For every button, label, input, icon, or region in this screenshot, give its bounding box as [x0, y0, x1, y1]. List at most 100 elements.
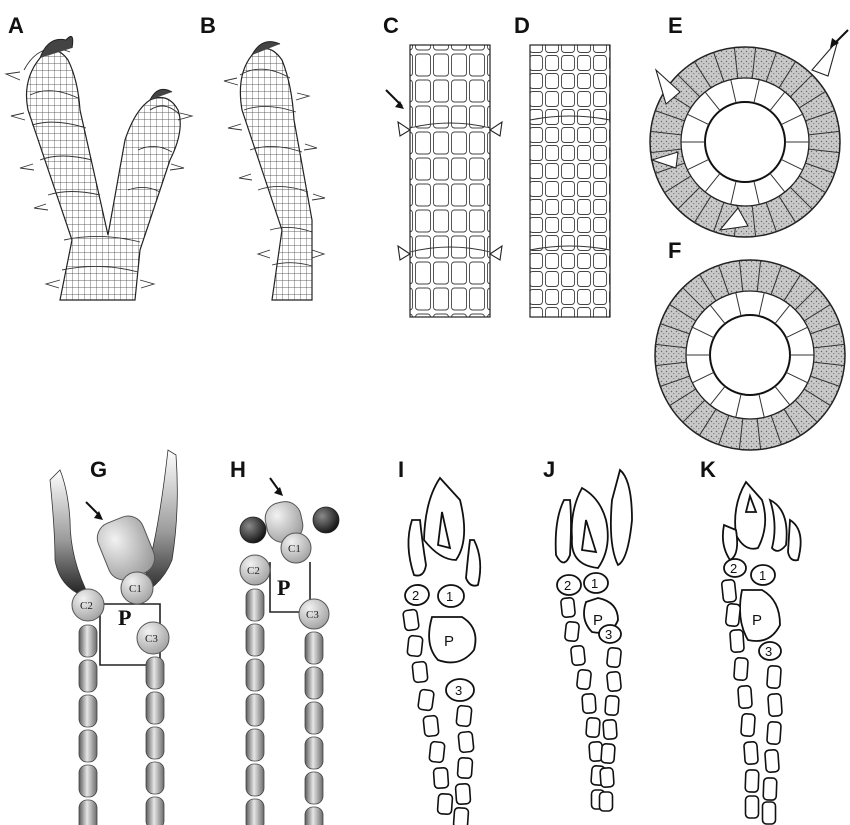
filament-cell	[767, 722, 782, 745]
filament-cell	[305, 772, 323, 804]
filament-cell	[456, 705, 472, 726]
panel-b-drawing	[224, 42, 325, 300]
filament-cell	[403, 609, 420, 631]
filament-cell	[767, 666, 782, 689]
panel-label-c: C	[383, 13, 399, 38]
filament-cell	[744, 742, 759, 765]
filament-cell	[305, 702, 323, 734]
filament-cell	[600, 792, 613, 811]
filament-cell	[458, 731, 474, 752]
filament-cell	[453, 808, 468, 825]
panel-k-schematic: 2 1 P 3	[721, 482, 800, 824]
panel-c-drawing	[386, 45, 502, 317]
j-label-p: P	[593, 612, 603, 629]
filament-cell	[305, 737, 323, 769]
panel-g-schematic: C1 C2 C3 P	[50, 450, 177, 825]
i-label-p: P	[444, 633, 454, 650]
panel-a-drawing	[6, 36, 192, 300]
filament-cell	[582, 694, 596, 714]
i-label-1: 1	[446, 589, 453, 604]
panel-j-schematic: 2 1 P 3	[556, 470, 632, 811]
filament-cell	[730, 630, 745, 653]
panel-label-b: B	[200, 13, 216, 38]
filament-cell	[305, 667, 323, 699]
panel-label-j: J	[543, 457, 555, 482]
panel-label-e: E	[668, 13, 683, 38]
panel-label-g: G	[90, 457, 107, 482]
j-label-3: 3	[605, 627, 612, 642]
filament-cell	[412, 661, 428, 682]
filament-cell	[734, 658, 749, 681]
filament-cell	[429, 741, 445, 762]
filament-cell	[601, 744, 615, 764]
panel-i-schematic: 2 1 P 3	[403, 478, 481, 825]
filament-cell	[79, 695, 97, 727]
panel-label-d: D	[514, 13, 530, 38]
h-label-p: P	[277, 575, 290, 600]
filament-cell	[607, 647, 622, 667]
filament-cell	[246, 589, 264, 621]
filament-cell	[246, 764, 264, 796]
g-label-c2: C2	[80, 600, 93, 612]
filament-cell	[433, 768, 448, 789]
filament-cell	[146, 727, 164, 759]
filament-cell	[605, 696, 619, 716]
k-label-p: P	[752, 612, 762, 629]
filament-cell	[586, 718, 600, 738]
filament-cell	[603, 720, 617, 740]
g-label-c3: C3	[145, 633, 158, 645]
filament-cell	[423, 715, 439, 736]
h-label-c2: C2	[247, 565, 260, 577]
filament-cell	[146, 692, 164, 724]
filament-cell	[305, 807, 323, 825]
filament-cell	[246, 799, 264, 825]
filament-cell	[600, 768, 614, 788]
filament-cell	[745, 770, 759, 792]
filament-cell	[577, 669, 592, 689]
i-label-2: 2	[412, 588, 419, 603]
filament-cell	[246, 694, 264, 726]
panel-label-h: H	[230, 457, 246, 482]
filament-cell	[738, 686, 753, 709]
h-label-c1: C1	[288, 543, 301, 555]
filament-cell	[741, 714, 756, 737]
panel-e-cross-section	[650, 30, 848, 237]
i-label-3: 3	[455, 683, 462, 698]
panel-h-schematic: C1 C2 C3 P	[240, 478, 339, 825]
filament-cell	[437, 794, 452, 815]
filament-cell	[725, 603, 740, 626]
filament-cell	[455, 784, 470, 805]
filament-cell	[146, 657, 164, 689]
k-label-2: 2	[730, 561, 737, 576]
filament-cell	[246, 659, 264, 691]
panel-d-drawing	[530, 45, 610, 317]
filament-cell	[571, 645, 586, 665]
filament-cell	[746, 796, 759, 818]
filament-cell	[407, 635, 423, 656]
panel-f-cross-section	[655, 260, 845, 450]
g-label-c1: C1	[129, 583, 142, 595]
filament-cell	[79, 765, 97, 797]
k-label-3: 3	[765, 644, 772, 659]
filament-cell	[765, 750, 780, 773]
panel-label-k: K	[700, 457, 716, 482]
filament-cell	[79, 730, 97, 762]
filament-cell	[721, 579, 736, 602]
filament-cell	[418, 689, 435, 711]
k-label-1: 1	[759, 568, 766, 583]
filament-cell	[561, 597, 576, 617]
panel-label-f: F	[668, 238, 681, 263]
panel-label-i: I	[398, 457, 404, 482]
panel-label-a: A	[8, 13, 24, 38]
filament-cell	[246, 624, 264, 656]
filament-cell	[763, 778, 777, 800]
filament-cell	[79, 660, 97, 692]
filament-cell	[305, 632, 323, 664]
j-label-2: 2	[564, 578, 571, 593]
filament-cell	[457, 758, 472, 779]
filament-cell	[763, 802, 776, 824]
filament-cell	[79, 625, 97, 657]
filament-cell	[79, 800, 97, 825]
h-label-c3: C3	[306, 609, 319, 621]
